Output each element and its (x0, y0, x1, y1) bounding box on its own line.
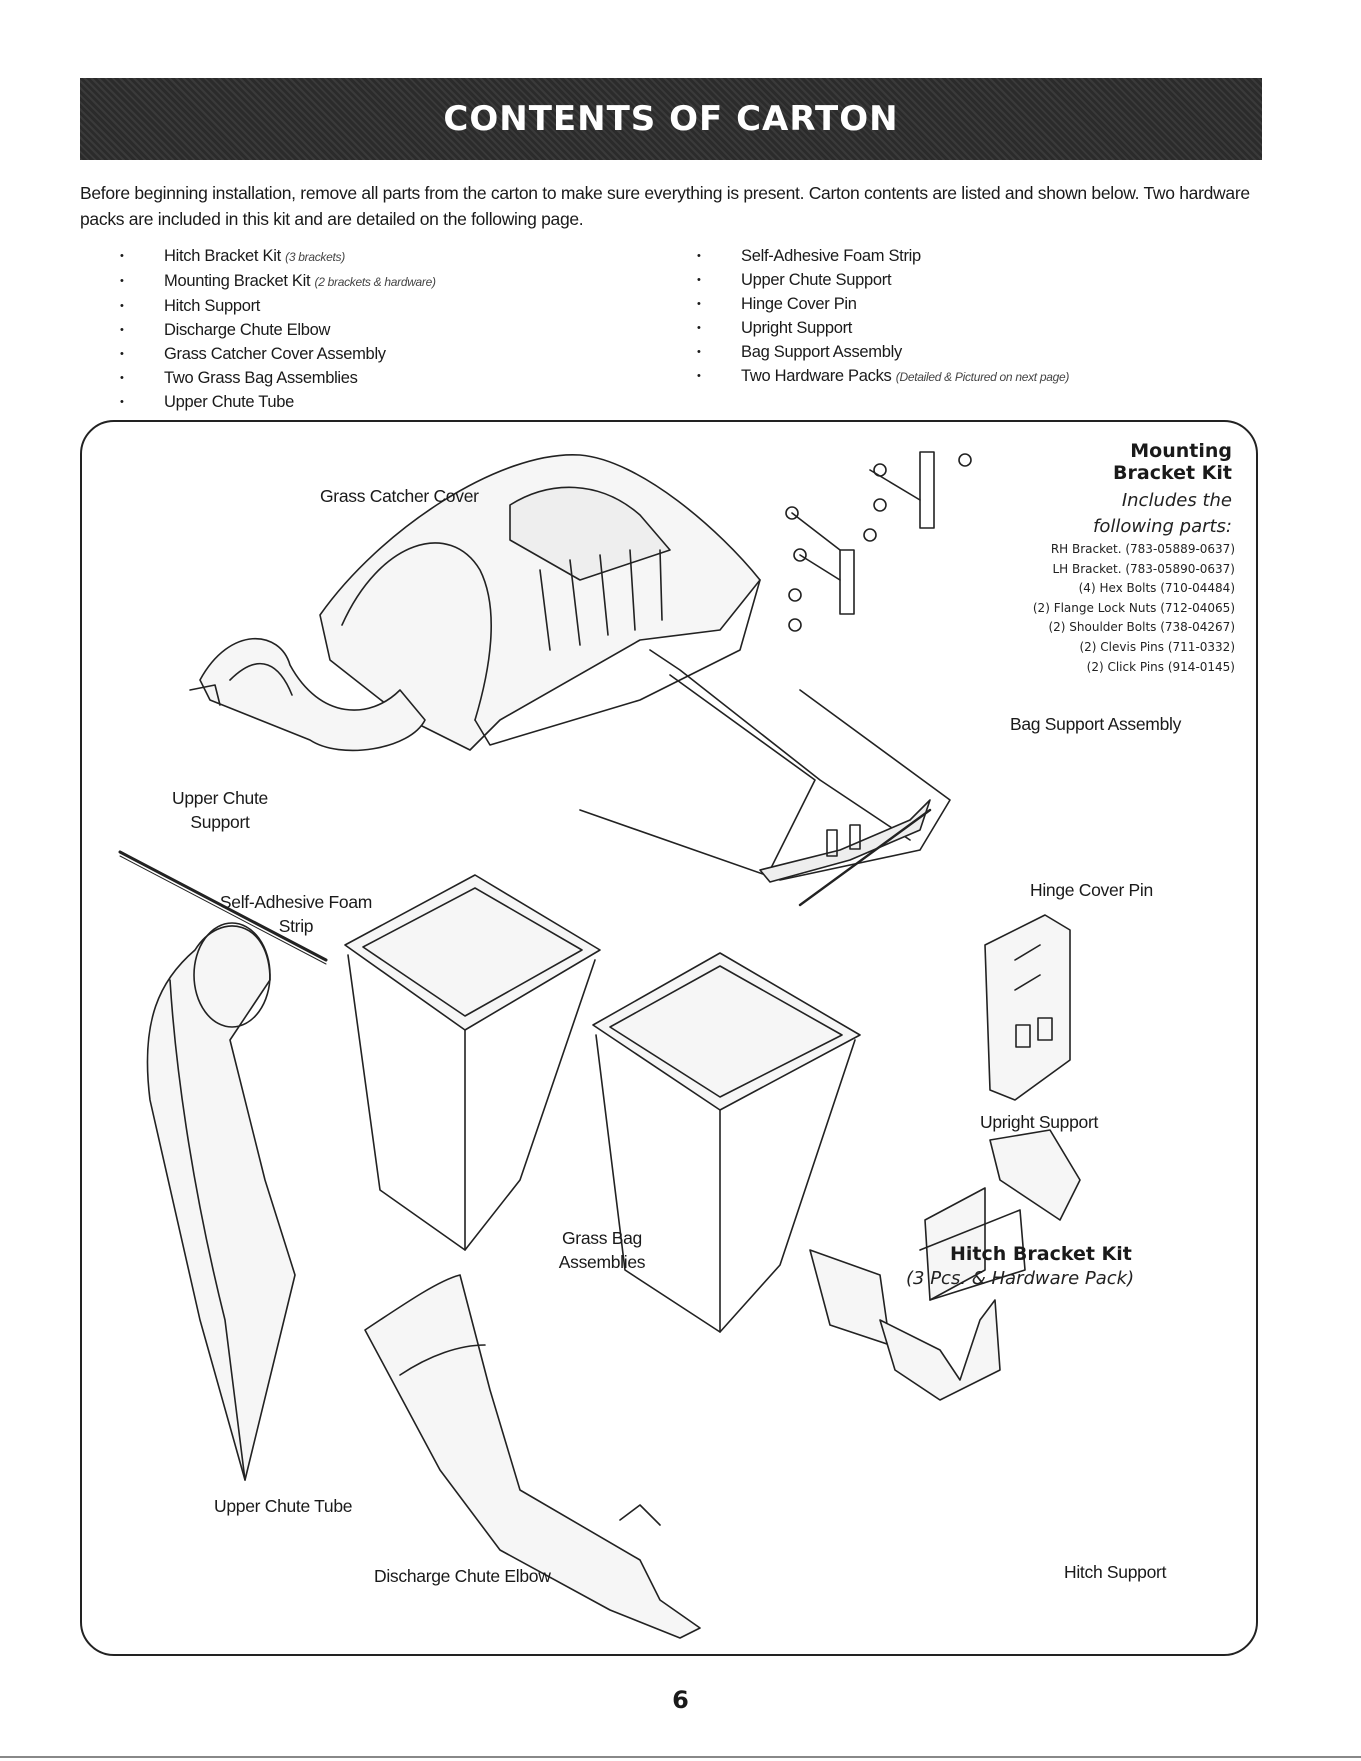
list-item: Hitch Support (120, 294, 436, 318)
list-item: LH Bracket. (783-05890-0637) (1033, 560, 1235, 580)
upper-chute-tube-drawing (147, 923, 295, 1480)
label-hitch-support: Hitch Support (1064, 1560, 1166, 1584)
label-grass-catcher-cover: Grass Catcher Cover (320, 484, 479, 508)
hitch-kit-heading: Hitch Bracket Kit (950, 1243, 1132, 1265)
hitch-support-drawing (880, 1300, 1000, 1400)
label-upper-chute-tube: Upper Chute Tube (214, 1494, 352, 1518)
list-item: Self-Adhesive Foam Strip (697, 244, 1069, 268)
list-item: Upper Chute Support (697, 268, 1069, 292)
page-title: CONTENTS OF CARTON (443, 99, 898, 139)
list-item: Two Grass Bag Assemblies (120, 366, 436, 390)
parts-list-left: Hitch Bracket Kit (3 brackets) Mounting … (120, 244, 436, 414)
title-banner: CONTENTS OF CARTON (80, 78, 1262, 160)
list-item: (2) Shoulder Bolts (738-04267) (1033, 618, 1235, 638)
label-upright-support: Upright Support (980, 1110, 1098, 1134)
list-item: (4) Hex Bolts (710-04484) (1033, 579, 1235, 599)
list-item: Mounting Bracket Kit (2 brackets & hardw… (120, 269, 436, 294)
hitch-kit-subheading: (3 Pcs. & Hardware Pack) (906, 1268, 1134, 1289)
parts-list-right: Self-Adhesive Foam Strip Upper Chute Sup… (697, 244, 1069, 389)
label-hinge-cover-pin: Hinge Cover Pin (1030, 878, 1153, 902)
list-item: (2) Flange Lock Nuts (712-04065) (1033, 599, 1235, 619)
label-discharge-chute-elbow: Discharge Chute Elbow (374, 1564, 551, 1588)
list-item: Discharge Chute Elbow (120, 318, 436, 342)
list-item: (2) Clevis Pins (711-0332) (1033, 638, 1235, 658)
list-item: Upper Chute Tube (120, 390, 436, 414)
hitch-bracket-kit-drawing (810, 1130, 1080, 1345)
list-item: RH Bracket. (783-05889-0637) (1033, 540, 1235, 560)
list-item: Hinge Cover Pin (697, 292, 1069, 316)
mounting-kit-parts-list: RH Bracket. (783-05889-0637) LH Bracket.… (1033, 540, 1235, 677)
list-item: (2) Click Pins (914-0145) (1033, 658, 1235, 678)
grass-bag-left-drawing (345, 875, 600, 1250)
list-item: Grass Catcher Cover Assembly (120, 342, 436, 366)
upright-support-drawing (985, 915, 1070, 1100)
list-item: Bag Support Assembly (697, 340, 1069, 364)
page-number: 6 (0, 1686, 1361, 1714)
label-bag-support-assembly: Bag Support Assembly (1010, 712, 1181, 736)
intro-paragraph: Before beginning installation, remove al… (80, 180, 1270, 232)
mounting-bracket-kit-drawing (786, 452, 971, 631)
list-item: Upright Support (697, 316, 1069, 340)
footer-rule (0, 1756, 1361, 1758)
bag-support-assembly-drawing (580, 650, 950, 882)
list-item: Hitch Bracket Kit (3 brackets) (120, 244, 436, 269)
list-item: Two Hardware Packs (Detailed & Pictured … (697, 364, 1069, 389)
